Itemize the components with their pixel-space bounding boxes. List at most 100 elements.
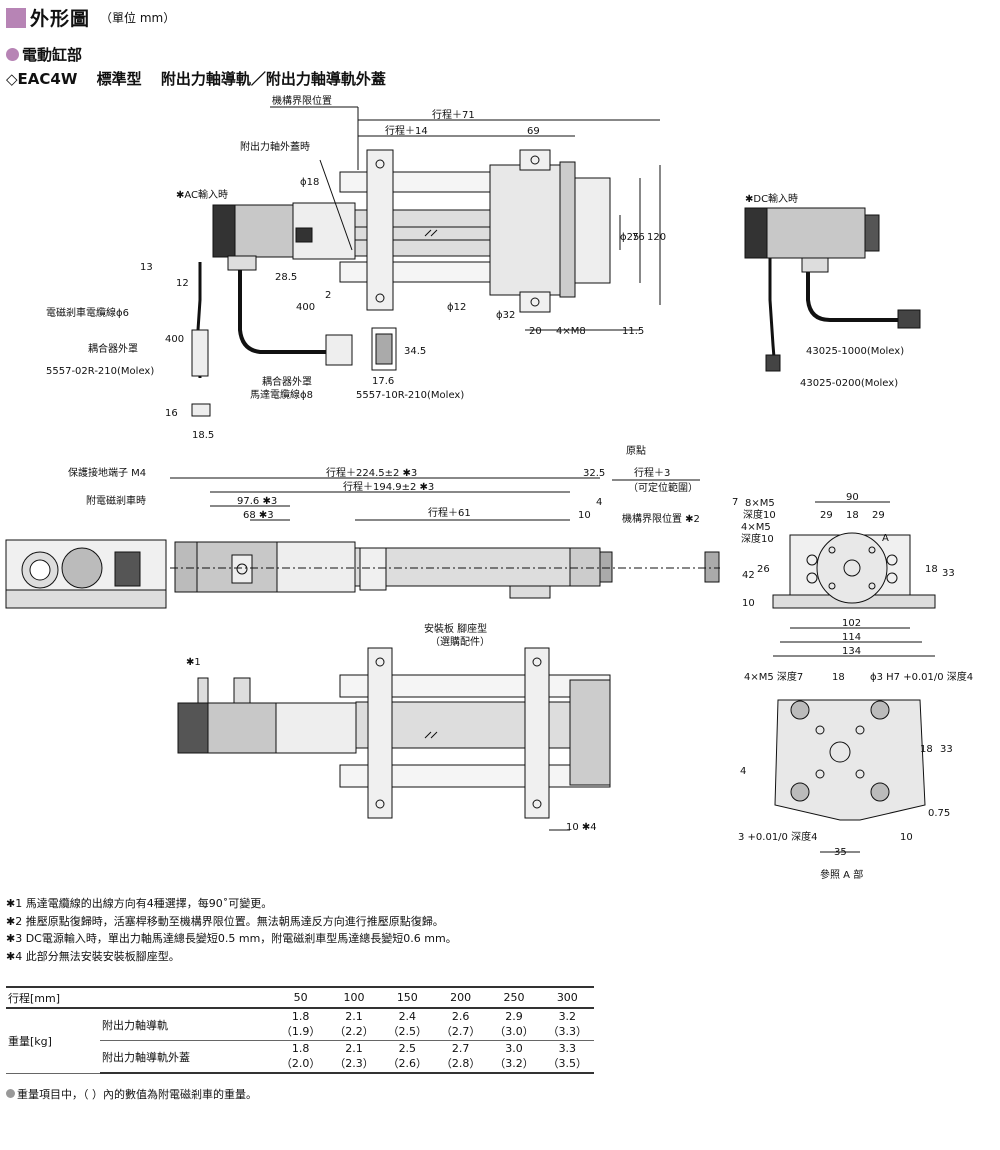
label-dc-input: ✱DC輸入時 <box>745 192 798 205</box>
table-cell-brake: （2.6） <box>387 1057 428 1070</box>
model-mark: ◇EAC4W <box>6 70 78 88</box>
table-cell-brake: （2.3） <box>334 1057 374 1070</box>
section-title: 電動缸部 <box>22 46 83 64</box>
dim-10-d: 10 <box>900 832 913 843</box>
dim-34-5: 34.5 <box>404 346 426 357</box>
model-subtitle: ◇EAC4W 標準型 附出力軸導軌／附出力軸導軌外蓋 <box>6 68 400 89</box>
dim-18-b: 18 <box>925 564 938 575</box>
dim-11-5: 11.5 <box>622 326 644 337</box>
label-conn-02r: 5557-02R-210(Molex) <box>46 366 154 377</box>
table-row: 附出力軸導軌外蓋 1.8（2.0） 2.1（2.3） 2.5（2.6） 2.7（… <box>6 1040 594 1074</box>
table-cell: 2.1 <box>345 1042 363 1055</box>
label-cover-when: 附出力軸外蓋時 <box>240 140 310 153</box>
note1-mark: ✱1 <box>186 657 201 668</box>
cylinder-side <box>354 547 571 587</box>
dim-stroke224: 行程＋224.5±2 ✱3 <box>326 466 417 479</box>
table-cell-brake: （1.9） <box>280 1025 321 1038</box>
unit-label: （單位 mm） <box>100 11 176 25</box>
table-cell: 2.6 <box>451 1010 470 1023</box>
notes: ✱1 馬達電纜線的出線方向有4種選擇，每90˚可變更。 ✱2 推壓原點復歸時，活… <box>6 895 457 965</box>
dim-m5-4: 4×M5 <box>741 522 771 533</box>
model-type: 標準型 <box>96 70 142 88</box>
note-3: ✱3 DC電源輸入時，單出力軸馬達總長變短0.5 mm，附電磁剎車型馬達總長變短… <box>6 932 457 945</box>
dim-0-75: 0.75 <box>928 808 950 819</box>
table-cell: 3.3 <box>558 1042 577 1055</box>
motor-cable <box>238 262 330 354</box>
dim-2: 2 <box>325 290 331 301</box>
mount-plate-rear <box>367 647 393 819</box>
dim-16: 16 <box>165 408 178 419</box>
table-cell-brake: （2.7） <box>440 1025 481 1038</box>
table-cell: 2.4 <box>398 1010 417 1023</box>
dim-18-5: 18.5 <box>192 430 214 441</box>
end-view-right <box>772 501 936 657</box>
mass-table: 行程[mm] 50 100 150 200 250 300 重量[kg] 附出力… <box>6 986 594 1074</box>
page-header: 外形圖 （單位 mm） <box>6 4 175 31</box>
dim-10-a: 10 <box>578 510 591 521</box>
label-origin: 原點 <box>626 444 646 457</box>
dim-33-b: 33 <box>940 744 953 755</box>
dim-stroke14: 行程＋14 <box>385 124 428 137</box>
dim-phi12: ϕ12 <box>447 302 466 313</box>
dim-17-6: 17.6 <box>372 376 394 387</box>
detail-a-labels: 4×M5 深度7 18 ϕ3 H7 +0.01/0 深度4 18 33 4 0.… <box>738 670 973 881</box>
dc-connector <box>897 309 921 329</box>
label-mount-plate: 安裝板 腳座型 <box>424 622 487 635</box>
dim-4: 4 <box>596 497 602 508</box>
label-p43025-0200: 43025-0200(Molex) <box>800 378 898 389</box>
brake-connector-face <box>191 403 211 417</box>
dim-10-b: 10 <box>742 598 755 609</box>
end-plate <box>559 161 576 298</box>
table-cell-brake: （3.2） <box>494 1057 534 1070</box>
stroke-100: 100 <box>327 986 381 1009</box>
dim-stroke3: 行程＋3 <box>634 466 670 479</box>
dim-20: 20 <box>529 326 542 337</box>
dim-42: 42 <box>742 570 755 581</box>
dim-7: 7 <box>732 497 738 508</box>
mount-plate-front <box>524 647 550 819</box>
footnote-dot <box>6 1089 15 1098</box>
table-header-row: 行程[mm] 50 100 150 200 250 300 <box>6 986 594 1009</box>
dim-phi3-h7: ϕ3 H7 +0.01/0 深度4 <box>870 670 973 683</box>
brake-coupler <box>191 329 209 377</box>
brake-unit <box>174 541 198 593</box>
dim-stroke61: 行程＋61 <box>428 506 471 519</box>
label-coupler-cover: 耦合器外罩 <box>88 342 138 355</box>
dim-depth10-a: 深度10 <box>743 508 776 521</box>
dim-26: 26 <box>757 564 770 575</box>
note-4: ✱4 此部分無法安裝安裝板腳座型。 <box>6 949 180 963</box>
motor-coupler <box>325 334 353 366</box>
rear-bracket <box>366 149 394 311</box>
stroke-200: 200 <box>433 986 488 1009</box>
motor-cap <box>212 204 236 258</box>
header-marker <box>6 7 26 28</box>
dc-motor-cable <box>806 262 900 322</box>
table-cell: 2.1 <box>345 1010 363 1023</box>
table-cell: 3.2 <box>558 1010 577 1023</box>
label-point-a: A <box>882 533 889 544</box>
label-conn-10r: 5557-10R-210(Molex) <box>356 390 464 401</box>
footnote: 重量項目中，（ ）內的數值為附電磁剎車的重量。 <box>6 1086 257 1102</box>
label-mech-limit-2: 機構界限位置 ✱2 <box>622 512 700 525</box>
dim-120: 120 <box>647 232 666 243</box>
rod-limit-marker <box>704 551 720 583</box>
detail-a <box>774 699 926 853</box>
footnote-text: 重量項目中，（ ）內的數值為附電磁剎車的重量。 <box>17 1088 257 1101</box>
label-coupler-cover-2: 耦合器外罩 <box>262 375 312 388</box>
dim-28-5: 28.5 <box>275 272 297 283</box>
row-name: 附出力軸導軌外蓋 <box>100 1040 274 1074</box>
stroke-300: 300 <box>540 986 594 1009</box>
label-ac-input: ✱AC輸入時 <box>176 188 228 201</box>
rod-block <box>489 164 571 296</box>
dim-stroke71: 行程＋71 <box>432 108 475 121</box>
table-cell: 1.8 <box>291 1010 310 1023</box>
label-optional: （選購配件） <box>430 635 490 648</box>
dim-90: 90 <box>846 492 859 503</box>
dimension-drawing: 機構界限位置 行程＋71 行程＋14 69 附出力軸外蓋時 ✱AC輸入時 ϕ18… <box>5 94 973 881</box>
dim-69: 69 <box>527 126 540 137</box>
label-motor-cable: 馬達電纜線ϕ8 <box>250 388 313 401</box>
coupler-knob <box>295 227 313 243</box>
dim-13: 13 <box>140 262 153 273</box>
top-view <box>191 106 661 417</box>
dim-400-h: 400 <box>296 302 315 313</box>
